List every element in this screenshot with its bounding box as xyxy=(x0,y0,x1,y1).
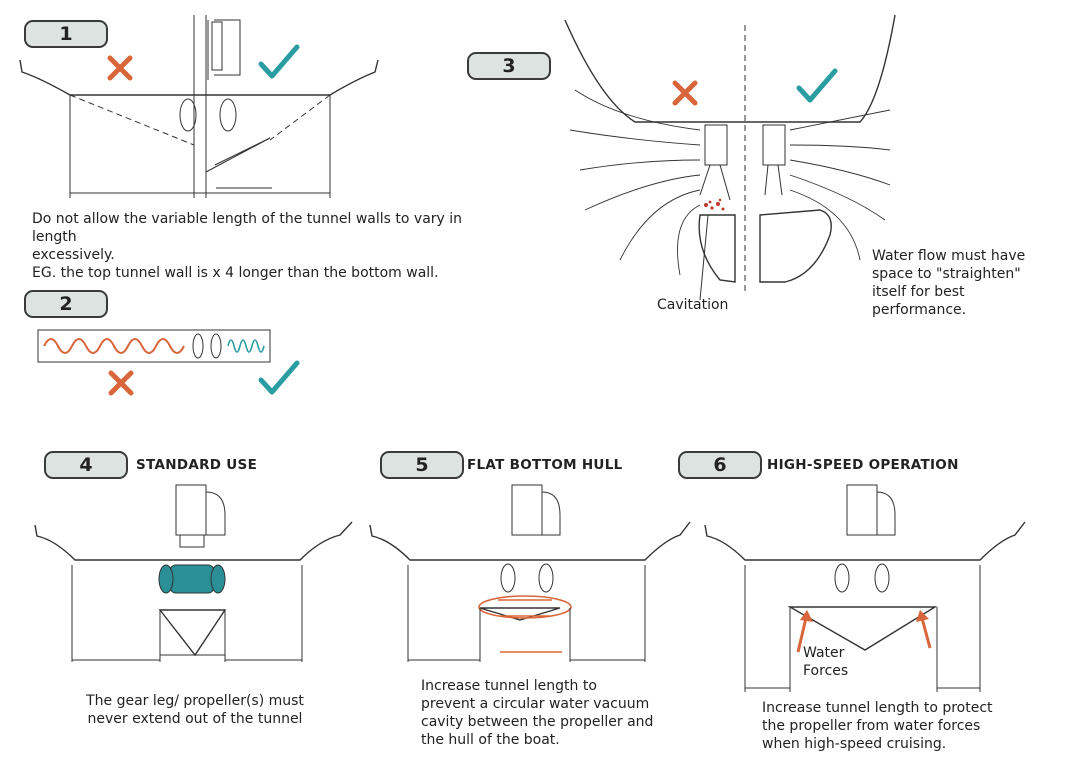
section-4-heading: STANDARD USE xyxy=(136,457,258,473)
flow-wave-diagram xyxy=(37,329,271,363)
cross-icon xyxy=(672,80,698,106)
cavitation-label: Cavitation xyxy=(657,297,729,313)
section-1-caption: Do not allow the variable length of the … xyxy=(32,210,502,282)
tunnel-length-diagram xyxy=(19,15,379,198)
caption-line: never extend out of the tunnel xyxy=(87,711,303,727)
cross-icon xyxy=(107,55,133,81)
section-5-caption: Increase tunnel length to prevent a circ… xyxy=(421,677,681,749)
high-speed-operation-diagram xyxy=(704,484,1026,692)
caption-line: the propeller from water forces xyxy=(762,718,981,734)
caption-line: when high-speed cruising. xyxy=(762,736,947,752)
caption-line: The gear leg/ propeller(s) must xyxy=(86,693,304,709)
check-icon xyxy=(796,68,838,103)
caption-line: Increase tunnel length to xyxy=(421,678,597,694)
caption-line: EG. the top tunnel wall is x 4 longer th… xyxy=(32,265,439,281)
caption-line: Water flow must have xyxy=(872,248,1026,264)
water-flow-diagram xyxy=(564,14,896,301)
standard-use-diagram xyxy=(34,484,353,662)
caption-line: cavity between the propeller and xyxy=(421,714,654,730)
caption-line: Increase tunnel length to protect xyxy=(762,700,993,716)
section-6-heading: HIGH-SPEED OPERATION xyxy=(767,457,959,473)
caption-line: Do not allow the variable length of the … xyxy=(32,211,463,245)
step-badge-1: 1 xyxy=(24,20,108,48)
caption-line: the hull of the boat. xyxy=(421,732,560,748)
caption-line: prevent a circular water vacuum xyxy=(421,696,650,712)
flat-bottom-hull-diagram xyxy=(369,484,691,662)
step-badge-2: 2 xyxy=(24,290,108,318)
section-3-caption: Water flow must have space to "straighte… xyxy=(872,247,1062,319)
step-badge-5: 5 xyxy=(380,451,464,479)
check-icon xyxy=(258,44,300,79)
caption-line: excessively. xyxy=(32,247,115,263)
section-6-caption: Increase tunnel length to protect the pr… xyxy=(762,699,1032,753)
step-badge-6: 6 xyxy=(678,451,762,479)
section-5-heading: FLAT BOTTOM HULL xyxy=(467,457,623,473)
check-icon xyxy=(258,360,300,395)
caption-line: space to "straighten" xyxy=(872,266,1021,282)
label-line: Water xyxy=(803,645,845,661)
cross-icon xyxy=(108,370,134,396)
water-forces-label: Water Forces xyxy=(803,644,848,680)
caption-line: itself for best xyxy=(872,284,965,300)
section-4-caption: The gear leg/ propeller(s) must never ex… xyxy=(70,692,320,728)
step-badge-3: 3 xyxy=(467,52,551,80)
label-line: Forces xyxy=(803,663,849,679)
caption-line: performance. xyxy=(872,302,967,318)
step-badge-4: 4 xyxy=(44,451,128,479)
